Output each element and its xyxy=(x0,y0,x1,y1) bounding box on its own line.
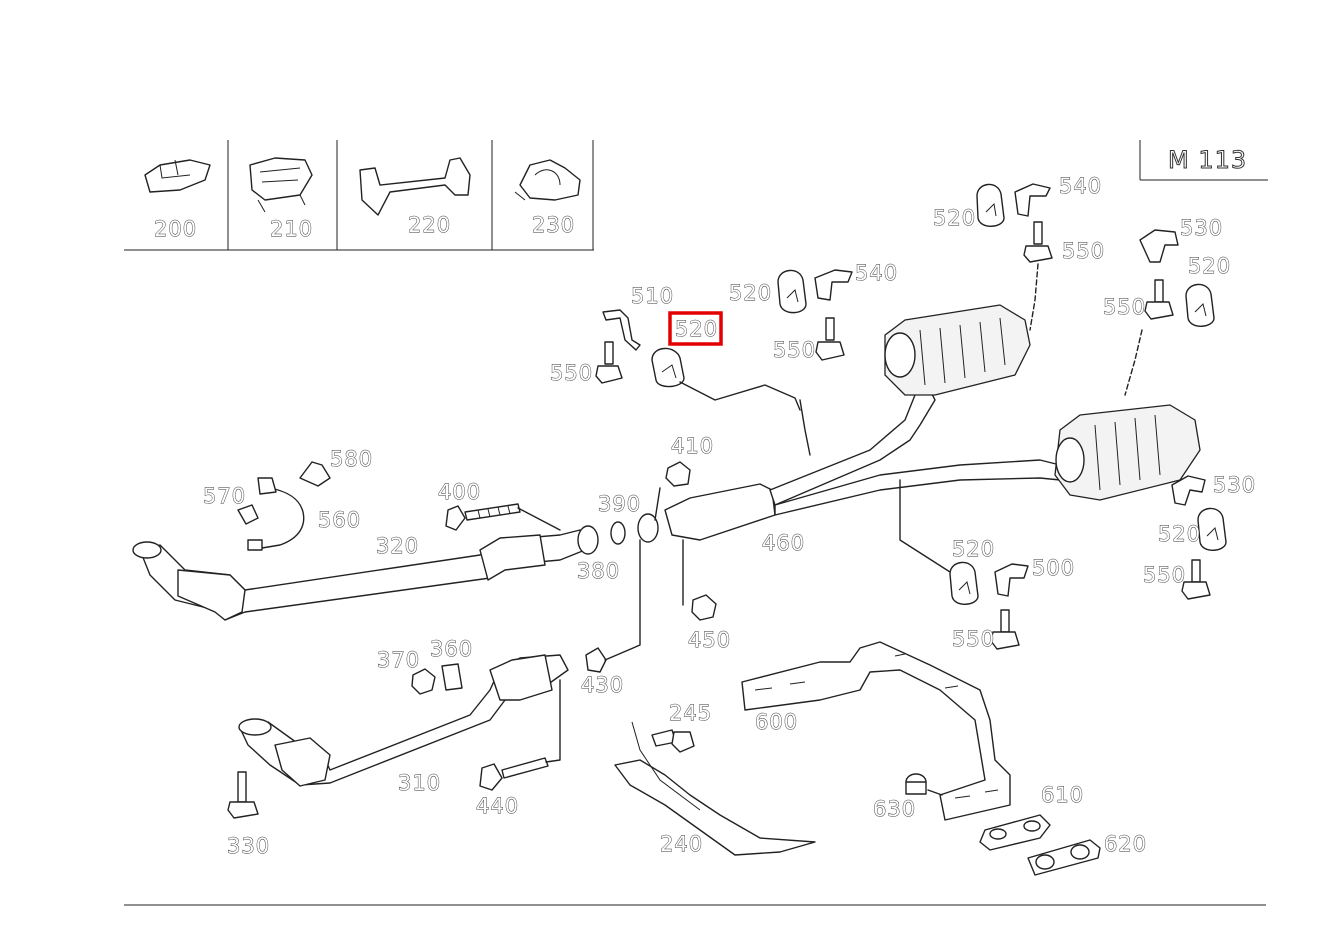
rubber-mount-520-mid[interactable] xyxy=(777,269,807,314)
label-410[interactable]: 410 xyxy=(671,434,714,459)
label-560[interactable]: 560 xyxy=(318,508,361,533)
heat-shield-240[interactable] xyxy=(614,721,816,856)
label-580[interactable]: 580 xyxy=(330,447,373,472)
label-245[interactable]: 245 xyxy=(669,701,712,726)
svg-text:M 113: M 113 xyxy=(1168,146,1247,174)
label-460[interactable]: 460 xyxy=(762,531,805,556)
rubber-mount-520-lower[interactable] xyxy=(899,479,979,605)
front-pipe-310[interactable] xyxy=(238,654,569,787)
label-400[interactable]: 400 xyxy=(438,480,481,505)
label-540-c[interactable]: 540 xyxy=(1059,174,1102,199)
label-600[interactable]: 600 xyxy=(755,710,798,735)
bracket-530-top-right[interactable] xyxy=(1139,229,1179,263)
label-380[interactable]: 380 xyxy=(577,559,620,584)
rubber-mount-520-highlighted[interactable] xyxy=(651,347,801,411)
legend-part-220[interactable]: 220 xyxy=(359,157,471,237)
label-610[interactable]: 610 xyxy=(1041,783,1084,808)
bracket-540-mid[interactable] xyxy=(814,269,853,301)
bolt-550-bottom-right[interactable] xyxy=(1181,559,1211,600)
label-520-d[interactable]: 520 xyxy=(1188,254,1231,279)
legend-part-200[interactable]: 200 xyxy=(144,159,211,241)
legend-label-230: 230 xyxy=(532,213,575,237)
label-310[interactable]: 310 xyxy=(398,771,441,796)
clip-360[interactable] xyxy=(441,663,463,691)
label-390[interactable]: 390 xyxy=(598,492,641,517)
legend-label-220: 220 xyxy=(408,213,451,237)
rubber-mount-520-bottom-right[interactable] xyxy=(1197,507,1227,551)
bolt-550-lower[interactable] xyxy=(990,609,1020,650)
bracket-610[interactable] xyxy=(979,814,1051,851)
hanger-510[interactable] xyxy=(602,309,641,351)
rear-muffler-left[interactable] xyxy=(884,304,1031,396)
crossmember-600[interactable] xyxy=(741,641,1011,821)
legend-label-200: 200 xyxy=(154,217,197,241)
clip-570[interactable] xyxy=(237,504,259,525)
label-330[interactable]: 330 xyxy=(227,834,270,859)
label-430[interactable]: 430 xyxy=(581,673,624,698)
label-630[interactable]: 630 xyxy=(873,797,916,822)
label-440[interactable]: 440 xyxy=(476,794,519,819)
bracket-530-bottom-right[interactable] xyxy=(1171,475,1206,506)
bolt-400[interactable] xyxy=(445,503,561,531)
label-540-b[interactable]: 540 xyxy=(855,261,898,286)
highlight-box xyxy=(668,311,723,346)
bolt-550-mid[interactable] xyxy=(815,317,845,361)
legend-box: 200 210 220 230 xyxy=(124,140,594,251)
label-530-b[interactable]: 530 xyxy=(1213,473,1256,498)
bolt-550-left[interactable] xyxy=(595,341,623,384)
legend-label-210: 210 xyxy=(270,217,313,241)
nut-370[interactable] xyxy=(411,668,436,695)
bolt-245[interactable] xyxy=(651,729,695,753)
label-520-b[interactable]: 520 xyxy=(729,281,772,306)
center-muffler-460[interactable] xyxy=(664,389,1061,541)
label-370[interactable]: 370 xyxy=(377,648,420,673)
label-530-a[interactable]: 530 xyxy=(1180,216,1223,241)
bolt-550-top[interactable] xyxy=(1023,221,1053,331)
label-520-c[interactable]: 520 xyxy=(933,206,976,231)
bolt-330[interactable] xyxy=(227,771,259,819)
oxygen-sensor-560[interactable] xyxy=(247,477,305,551)
bracket-580[interactable] xyxy=(299,461,331,487)
nut-450[interactable] xyxy=(682,539,717,621)
label-570[interactable]: 570 xyxy=(203,484,246,509)
label-510[interactable]: 510 xyxy=(631,284,674,309)
rear-muffler-right[interactable] xyxy=(1054,404,1201,501)
front-pipe-320[interactable] xyxy=(132,529,586,621)
nut-410[interactable] xyxy=(654,461,691,521)
label-520-e[interactable]: 520 xyxy=(1158,522,1201,547)
label-550-f[interactable]: 550 xyxy=(952,627,995,652)
part-labels: 520 510 550 520 540 550 520 540 550 530 … xyxy=(203,174,1256,859)
legend-part-210[interactable]: 210 xyxy=(249,157,313,241)
clamp-620[interactable] xyxy=(1027,839,1101,876)
label-550-e[interactable]: 550 xyxy=(1143,563,1186,588)
model-badge: M 113 xyxy=(1139,140,1268,181)
rubber-mount-520-right[interactable] xyxy=(1185,283,1215,327)
label-520-f[interactable]: 520 xyxy=(952,537,995,562)
label-240[interactable]: 240 xyxy=(660,832,703,857)
bracket-500[interactable] xyxy=(994,563,1029,597)
label-360[interactable]: 360 xyxy=(430,637,473,662)
gasket-430[interactable] xyxy=(585,539,641,673)
label-550-c[interactable]: 550 xyxy=(1062,239,1105,264)
bushing-630[interactable] xyxy=(905,773,943,796)
legend-part-230[interactable]: 230 xyxy=(514,159,581,237)
bracket-540-top[interactable] xyxy=(1014,183,1051,217)
label-450[interactable]: 450 xyxy=(688,628,731,653)
bolt-550-right[interactable] xyxy=(1124,279,1174,396)
label-500[interactable]: 500 xyxy=(1032,556,1075,581)
label-520-highlighted[interactable]: 520 xyxy=(675,317,718,342)
label-550-a[interactable]: 550 xyxy=(550,361,593,386)
label-620[interactable]: 620 xyxy=(1104,832,1147,857)
bolt-440[interactable] xyxy=(479,679,561,791)
label-550-d[interactable]: 550 xyxy=(1103,295,1146,320)
label-550-b[interactable]: 550 xyxy=(773,338,816,363)
rubber-mount-520-top[interactable] xyxy=(976,183,1005,227)
gasket-380[interactable] xyxy=(577,513,659,555)
label-320[interactable]: 320 xyxy=(376,534,419,559)
